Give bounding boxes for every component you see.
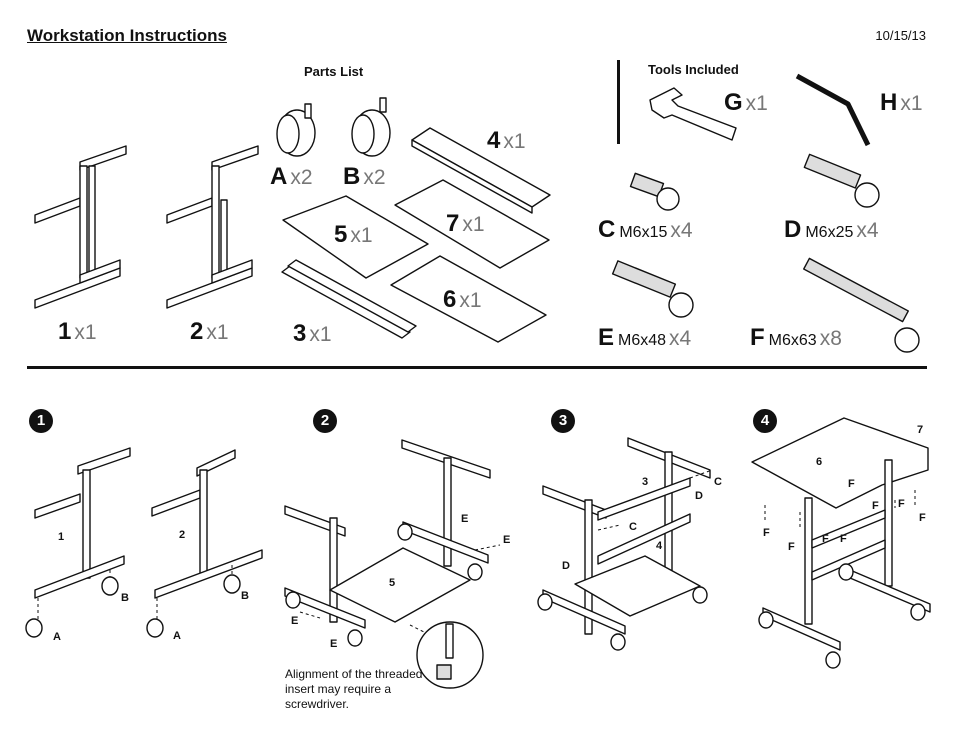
step-3-tag: D bbox=[562, 560, 570, 572]
screw-c-drawing bbox=[629, 172, 680, 211]
step-3-tag: 3 bbox=[642, 476, 649, 488]
step-1-tag: 2 bbox=[179, 529, 186, 541]
step-4-tag: 6 bbox=[816, 456, 823, 468]
part-3-rails-drawing bbox=[281, 259, 417, 339]
step-4-badge: 4 bbox=[753, 409, 777, 433]
step-4-tag: F bbox=[788, 541, 795, 553]
step-4-tag: 7 bbox=[917, 424, 924, 436]
step-1-tag: A bbox=[173, 630, 181, 642]
step-3-drawing bbox=[537, 437, 713, 651]
step-3-tag: D bbox=[695, 490, 703, 502]
step-4-tag: F bbox=[840, 533, 847, 545]
step-4-drawing bbox=[751, 417, 931, 669]
step-2-tag: 5 bbox=[389, 577, 396, 589]
step-3-tag: C bbox=[714, 476, 722, 488]
step-1-tag: B bbox=[121, 592, 129, 604]
step-4-tag: F bbox=[848, 478, 855, 490]
tools-included-heading: Tools Included bbox=[648, 62, 739, 77]
alignment-note: Alignment of the threaded insert may req… bbox=[285, 667, 423, 711]
tool-h-hex-key-drawing bbox=[795, 73, 871, 147]
step-4-tag: F bbox=[763, 527, 770, 539]
part-2-frame-drawing bbox=[166, 145, 259, 309]
caster-b-drawing bbox=[351, 97, 391, 157]
document-date: 10/15/13 bbox=[875, 28, 926, 43]
tools-divider bbox=[617, 60, 620, 144]
parts-list-heading: Parts List bbox=[304, 64, 364, 79]
step-4-tag: F bbox=[872, 500, 879, 512]
screw-f-drawing bbox=[803, 257, 920, 353]
caster-a-drawing bbox=[276, 103, 316, 157]
step-2-tag: E bbox=[503, 534, 511, 546]
step-4-tag: F bbox=[898, 498, 905, 510]
part-6-panel-drawing bbox=[390, 255, 547, 343]
screw-e-drawing bbox=[611, 260, 694, 318]
step-3-tag: C bbox=[629, 521, 637, 533]
part-5-panel-drawing bbox=[282, 195, 429, 279]
step-1-badge: 1 bbox=[29, 409, 53, 433]
step-3-tag: 4 bbox=[656, 540, 663, 552]
step-2-drawing bbox=[284, 439, 501, 689]
step-2-tag: E bbox=[330, 638, 338, 650]
step-2-badge: 2 bbox=[313, 409, 337, 433]
step-3-badge: 3 bbox=[551, 409, 575, 433]
step-4-tag: F bbox=[822, 533, 829, 545]
step-1-tag: 1 bbox=[58, 531, 65, 543]
section-divider bbox=[27, 366, 927, 369]
step-2-tag: E bbox=[461, 513, 469, 525]
step-4-tag: F bbox=[919, 512, 926, 524]
part-4-channel-drawing bbox=[411, 127, 551, 214]
part-1-frame-drawing bbox=[34, 145, 127, 309]
step-1-tag: A bbox=[53, 631, 61, 643]
step-1-tag: B bbox=[241, 590, 249, 602]
part-7-panel-drawing bbox=[394, 179, 550, 269]
page-title: Workstation Instructions bbox=[27, 26, 227, 45]
screw-d-drawing bbox=[803, 153, 880, 208]
step-2-tag: E bbox=[291, 615, 299, 627]
tool-g-wrench-drawing bbox=[649, 87, 737, 141]
step-1-drawing bbox=[25, 447, 263, 638]
